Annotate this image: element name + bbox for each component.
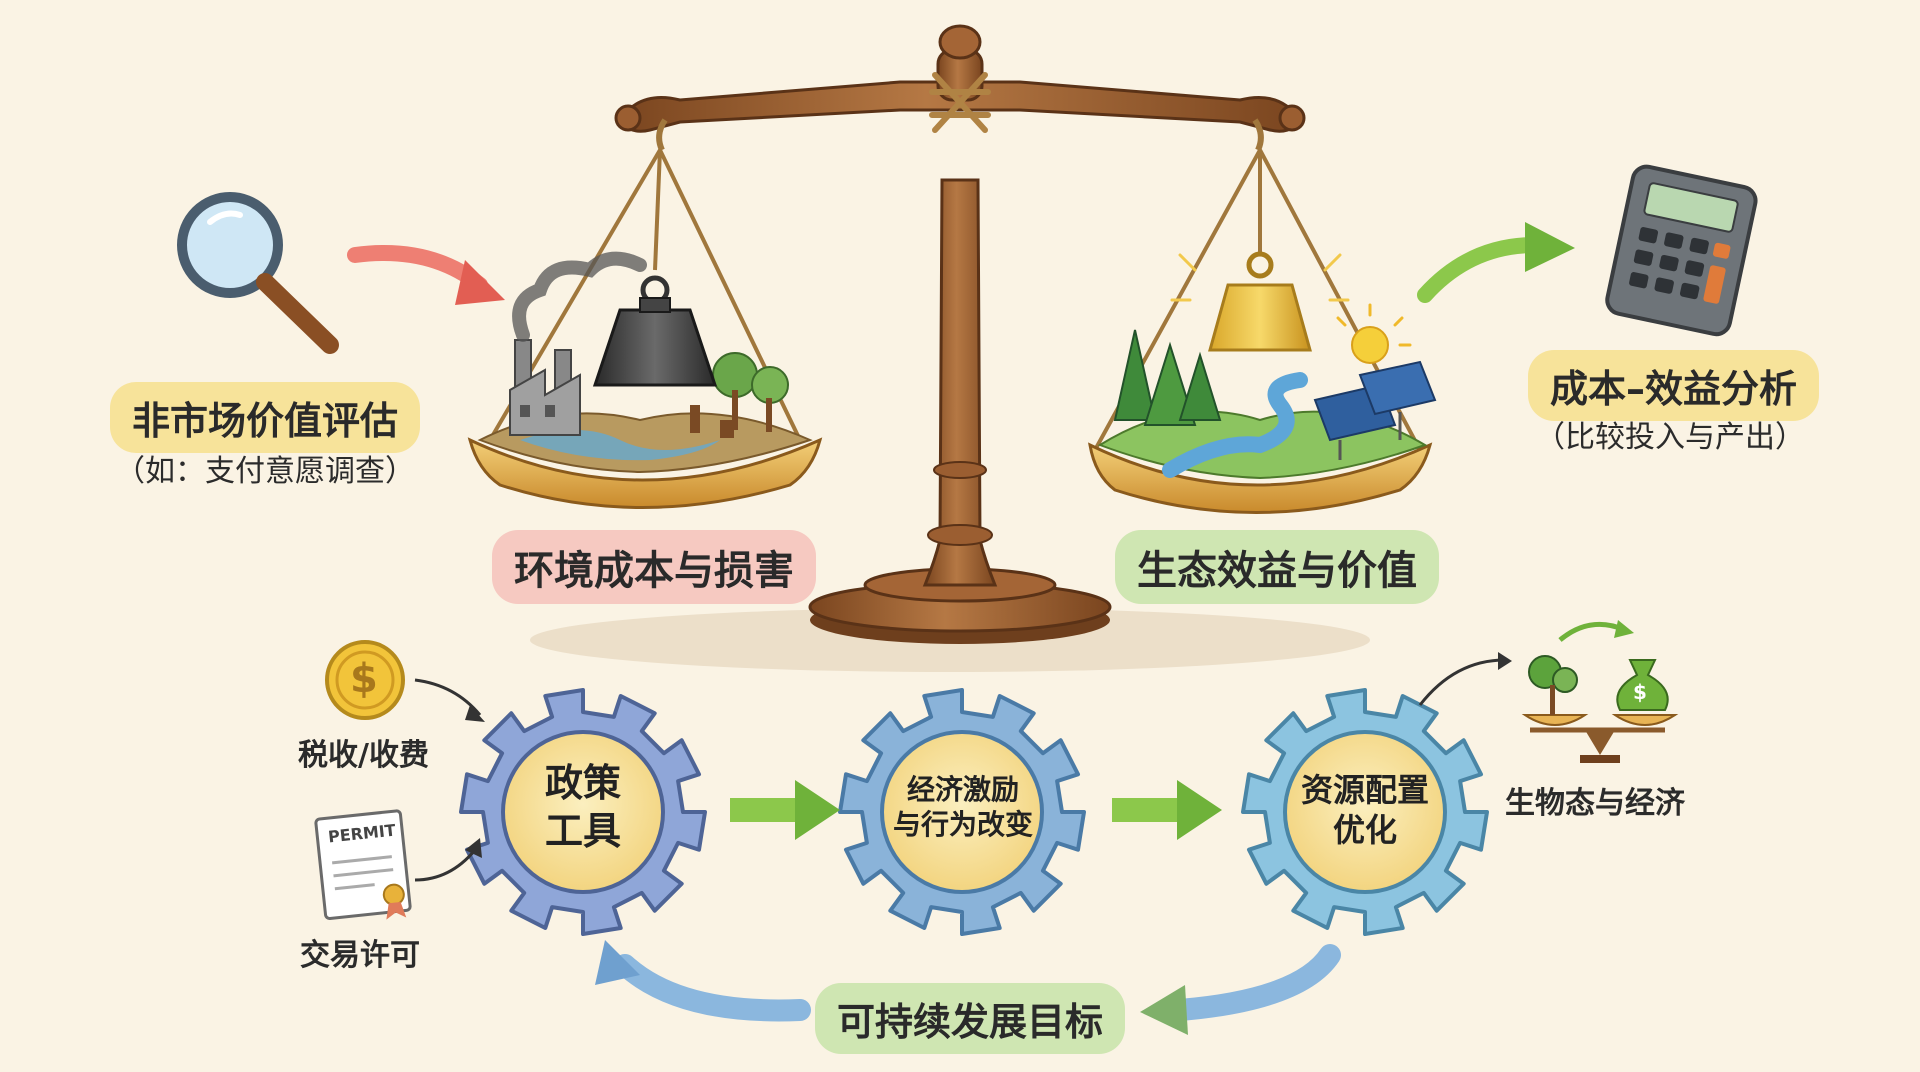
- cost-pan: [467, 251, 823, 509]
- gear-allocation-line2: 优化: [1332, 811, 1397, 849]
- tree-icon: [1528, 655, 1578, 715]
- gear-allocation-line1: 资源配置: [1300, 771, 1429, 809]
- arrow-red: [347, 245, 505, 305]
- benefit-label: 生态效益与价值: [1115, 530, 1439, 604]
- arrow-green-top: [1417, 222, 1575, 303]
- cba-title: 成本–效益分析: [1528, 350, 1820, 421]
- gear-incentive-label: 经济激励 与行为改变: [888, 772, 1038, 842]
- goal-label: 可持续发展目标: [815, 983, 1126, 1054]
- arrow-coin-to-gear: [414, 678, 482, 716]
- gear-policy-line1: 政策: [544, 761, 621, 805]
- gear-incentive: [838, 688, 1086, 936]
- gear-policy-label: 政策 工具: [508, 760, 658, 855]
- tax-label: 税收/收费: [298, 738, 429, 773]
- valuation-title: 非市场价值评估: [110, 382, 421, 453]
- arrow-gear3-to-outcome: [1418, 658, 1506, 706]
- gear-hub: [501, 730, 665, 894]
- outcome-balance-icon: [1521, 620, 1679, 763]
- feedback-arrow-right: [1140, 944, 1341, 1035]
- coin-icon: [325, 640, 405, 720]
- gear-incentive-line2: 与行为改变: [892, 808, 1033, 841]
- arrow-gear1-to-gear2: [730, 780, 840, 840]
- gear-allocation-label: 资源配置 优化: [1290, 770, 1440, 850]
- arrow-gear2-to-gear3: [1112, 780, 1222, 840]
- dark-weight-icon: [592, 275, 718, 387]
- permit-document-icon: [314, 809, 412, 920]
- permit-label: 交易许可: [300, 938, 420, 973]
- gear-hub: [1283, 730, 1447, 894]
- calculator-icon: [1605, 164, 1758, 337]
- tree-icon: [1113, 329, 1222, 426]
- arrow-permit-to-gear: [414, 849, 477, 882]
- bag-symbol: $: [1633, 680, 1647, 704]
- coin-symbol: $: [350, 656, 378, 702]
- cba-subtitle: （比较投入与产出）: [1535, 420, 1805, 455]
- valuation-subtitle: （如：支付意愿调查）: [115, 454, 415, 489]
- solar-panel-icon: [1313, 360, 1437, 460]
- gear-policy-line2: 工具: [544, 808, 621, 853]
- outcome-label: 生物态与经济: [1505, 786, 1685, 821]
- gear-allocation: [1241, 688, 1489, 936]
- feedback-arrow-left: [595, 940, 811, 1022]
- gear-policy: [459, 688, 707, 936]
- gear-incentive-line1: 经济激励: [906, 773, 1019, 806]
- factory-icon: [509, 251, 647, 436]
- cost-label: 环境成本与损害: [492, 530, 816, 604]
- gold-weight-icon: [1170, 251, 1350, 352]
- money-bag-icon: [1616, 659, 1669, 711]
- sun-icon: [1336, 303, 1412, 364]
- magnifier-icon: [177, 192, 339, 354]
- benefit-pan: [1088, 251, 1437, 514]
- gear-hub: [880, 730, 1044, 894]
